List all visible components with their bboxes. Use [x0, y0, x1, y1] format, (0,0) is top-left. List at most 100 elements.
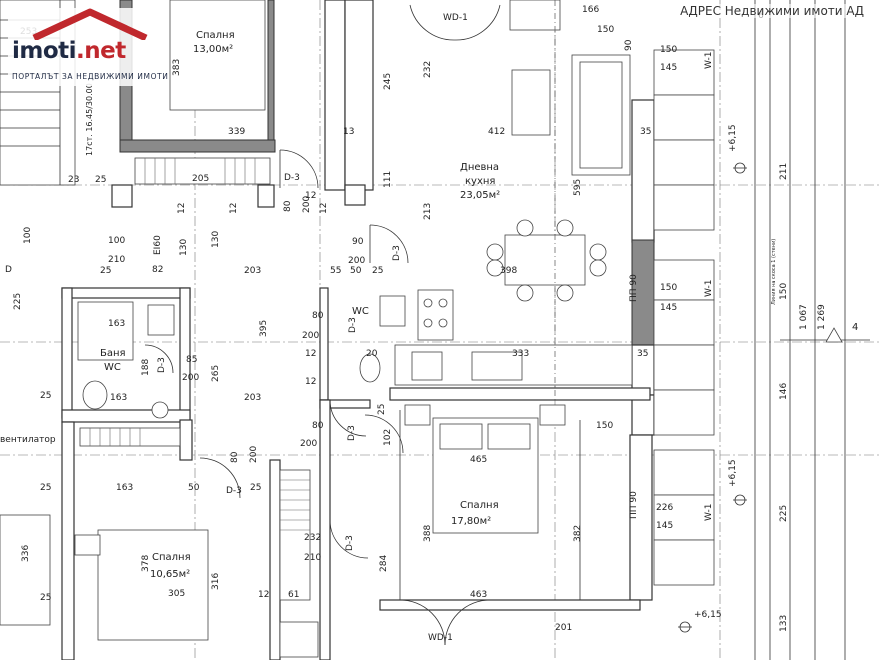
dim-378: 378	[141, 555, 151, 572]
label-pp90-a: ПП 90	[629, 274, 639, 302]
dim-102: 102	[383, 429, 393, 446]
dim-226: 226	[656, 503, 673, 513]
logo-tagline: ПОРТАЛЪТ ЗА НЕДВИЖИМИ ИМОТИ	[12, 72, 169, 81]
dim-50b: 50	[188, 483, 200, 493]
dim-133: 133	[779, 615, 789, 632]
window-tag-w1-c: W-1	[704, 503, 714, 521]
dim-465: 465	[470, 455, 487, 465]
dim-225a: 225	[13, 293, 23, 310]
dim-12c: 12	[305, 349, 316, 359]
dim-35b: 35	[637, 349, 648, 359]
dim-305: 305	[168, 589, 185, 599]
dim-12b: 12	[319, 203, 329, 214]
dim-25f: 25	[40, 483, 51, 493]
room-name-wc: WC	[352, 306, 369, 317]
room-name-bath-2: WC	[104, 362, 121, 373]
dim-382: 382	[573, 525, 583, 542]
label-level-a: +6,15	[728, 124, 738, 152]
label-level-c: +6,15	[694, 610, 722, 620]
dim-200a: 200	[302, 196, 312, 213]
dimension-lines	[399, 0, 870, 660]
window-tag-w1-a: W-1	[704, 51, 714, 69]
dim-82: 82	[152, 265, 163, 275]
room-area-bedroom-main: 17,80м²	[451, 516, 491, 527]
dim-90a: 90	[624, 39, 634, 51]
dim-210b: 210	[304, 553, 321, 563]
dim-213: 213	[423, 203, 433, 220]
dim-412: 412	[488, 127, 505, 137]
dimension-numbers: 253 383 339 13 205 23 25 12 80 200 12 11…	[13, 5, 827, 633]
door-tag-d3-f: D-3	[226, 486, 242, 496]
dim-25h: 25	[40, 593, 51, 603]
dim-130b: 130	[211, 231, 221, 248]
room-name-bedroom-main: Спалня	[460, 500, 499, 511]
dim-333: 333	[512, 349, 529, 359]
dim-25g: 25	[250, 483, 261, 493]
door-tag-ei60: EI60	[153, 235, 163, 255]
door-tag-wd1-top: WD-1	[443, 13, 468, 23]
dim-100: 100	[108, 236, 125, 246]
room-area-bedroom-top: 13,00м²	[193, 44, 233, 55]
room-name-living: Дневна	[460, 162, 499, 173]
door-tag-d-left: D	[5, 265, 12, 275]
dim-12g: 12	[305, 191, 316, 201]
room-name-bedroom-small: Спалня	[152, 552, 191, 563]
dim-595: 595	[573, 179, 583, 196]
dim-111: 111	[383, 171, 393, 188]
dim-25a: 25	[95, 175, 106, 185]
dim-200c: 200	[302, 331, 319, 341]
dim-205: 205	[192, 174, 209, 184]
dim-90b: 90	[352, 237, 364, 247]
imoti-logo[interactable]: imoti.net ПОРТАЛЪТ ЗА НЕДВИЖИМИ ИМОТИ	[8, 8, 168, 86]
dim-225b: 225	[779, 505, 789, 522]
dim-85: 85	[186, 355, 197, 365]
room-name-bedroom-top: Спалня	[196, 30, 235, 41]
door-tag-d3-g: D-3	[345, 535, 355, 551]
dim-13: 13	[343, 127, 354, 137]
dim-203a: 203	[244, 266, 261, 276]
wardrobes	[79, 157, 311, 601]
dim-80a: 80	[283, 200, 293, 212]
dim-23: 23	[68, 175, 79, 185]
dim-166: 166	[582, 5, 599, 15]
dim-200e: 200	[300, 439, 317, 449]
dim-25d: 25	[40, 391, 51, 401]
door-tag-d3-e: D-3	[157, 357, 167, 373]
roof-icon	[32, 8, 148, 40]
dim-463: 463	[470, 590, 487, 600]
dim-25c: 25	[372, 266, 383, 276]
level-markers	[678, 162, 747, 633]
dim-210a: 210	[108, 255, 125, 265]
dim-80b: 80	[312, 311, 324, 321]
room-area-living: 23,05м²	[460, 190, 500, 201]
dim-245: 245	[383, 73, 393, 90]
dim-200d: 200	[182, 373, 199, 383]
furniture	[0, 0, 633, 658]
dim-150d: 150	[660, 283, 677, 293]
dim-145c: 145	[656, 521, 673, 531]
label-pp90-b: ПП 90	[629, 491, 639, 519]
dim-211: 211	[779, 163, 789, 180]
dim-232a: 232	[423, 61, 433, 78]
dim-339: 339	[228, 127, 245, 137]
window-frames	[653, 49, 715, 586]
door-tag-wd1-bottom: WD-1	[428, 633, 453, 643]
dim-145b: 145	[660, 303, 677, 313]
dim-55: 55	[330, 266, 341, 276]
label-axis-4: 4	[852, 322, 858, 333]
dim-398: 398	[500, 266, 517, 276]
door-tag-d3-a: D-3	[284, 173, 300, 183]
dim-150e: 150	[596, 421, 613, 431]
dim-200b: 200	[348, 256, 365, 266]
dim-284: 284	[379, 555, 389, 572]
dim-188: 188	[141, 359, 151, 376]
label-vert-note: Линия на скоса 1 (стени)	[771, 239, 777, 305]
dim-12e: 12	[258, 590, 269, 600]
dim-12f: 12	[177, 203, 187, 214]
logo-name: imoti	[12, 38, 77, 64]
dim-61: 61	[288, 590, 299, 600]
dim-203b: 203	[244, 393, 261, 403]
dim-35a: 35	[640, 127, 651, 137]
dim-12d: 12	[305, 377, 316, 387]
